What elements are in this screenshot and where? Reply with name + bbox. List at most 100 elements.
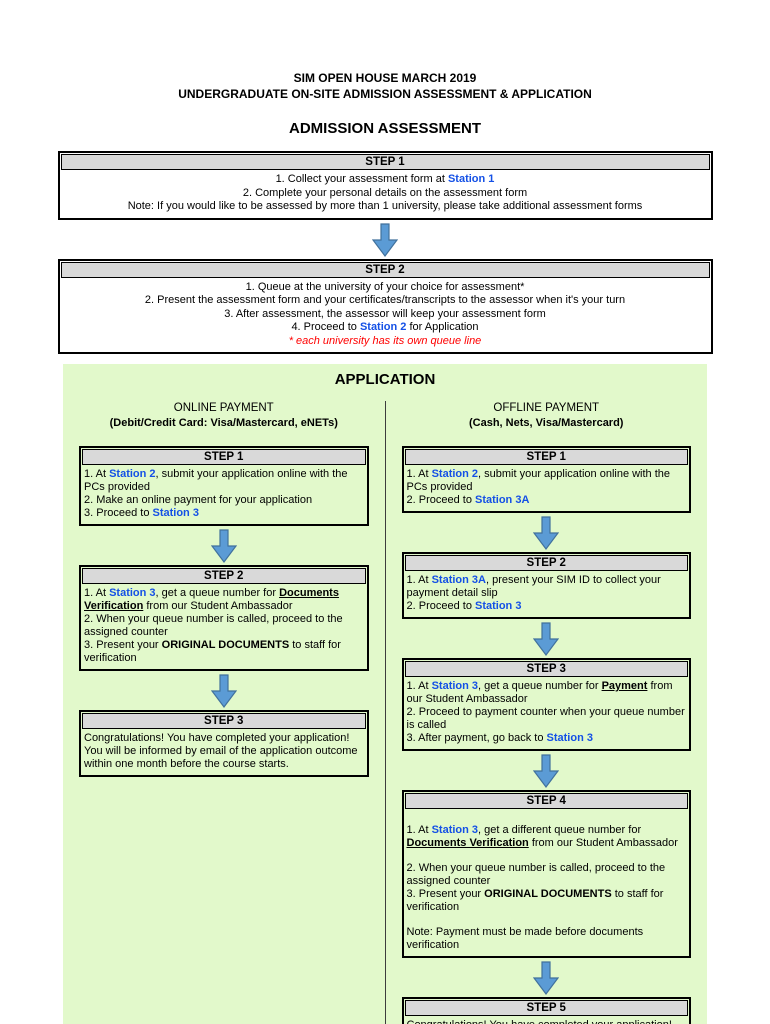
assessment-flow: STEP 1 1. Collect your assessment form a… — [57, 151, 713, 354]
step-line: 1. At Station 3A, present your SIM ID to… — [407, 574, 687, 600]
step-body: 1. At Station 2, submit your application… — [404, 466, 690, 511]
down-arrow-icon — [533, 961, 560, 995]
step-line: 2. Proceed to payment counter when your … — [407, 706, 687, 732]
step-line: 2. Proceed to Station 3A — [407, 494, 687, 507]
step-box: STEP 5 Congratulations! You have complet… — [401, 997, 691, 1024]
step-body: 1. At Station 3, get a different queue n… — [404, 810, 690, 956]
step-header: STEP 2 — [82, 568, 366, 584]
text-segment: from our Student Ambassador — [143, 600, 293, 612]
step-box: STEP 3 Congratulations! You have complet… — [79, 710, 369, 777]
offline-payment-title: OFFLINE PAYMENT — [493, 402, 600, 414]
down-arrow-icon — [533, 516, 560, 550]
text-segment: for Application — [406, 321, 479, 333]
step-box: STEP 3 1. At Station 3, get a queue numb… — [401, 658, 691, 751]
step-body: 1. Queue at the university of your choic… — [60, 279, 711, 353]
text-segment: , get a queue number for — [478, 680, 602, 692]
step-line: 1. Queue at the university of your choic… — [64, 281, 707, 295]
text-segment: 3. After payment, go back to — [406, 732, 547, 744]
step-line: 2. Make an online payment for your appli… — [84, 494, 364, 507]
text-segment: 2. Proceed to — [406, 494, 475, 506]
step-line — [407, 850, 687, 862]
text-segment: Note: Payment must be made before docume… — [406, 926, 644, 951]
text-segment: ORIGINAL DOCUMENTS — [484, 888, 612, 900]
step-line: 3. Proceed to Station 3 — [84, 507, 364, 520]
online-payment-subtitle: (Debit/Credit Card: Visa/Mastercard, eNE… — [109, 417, 338, 429]
step-header: STEP 2 — [60, 261, 710, 278]
step-line: 1. Collect your assessment form at Stati… — [64, 173, 707, 187]
step-line: 1. At Station 3, get a queue number for … — [407, 680, 687, 706]
text-segment: 3. Present your — [406, 888, 485, 900]
down-arrow-icon — [533, 754, 560, 788]
offline-payment-flow: STEP 1 1. At Station 2, submit your appl… — [401, 446, 692, 1024]
text-segment: Congratulations! You have completed your… — [407, 1019, 681, 1024]
text-segment: 3. After assessment, the assessor will k… — [224, 307, 546, 320]
step-line: 2. When your queue number is called, pro… — [407, 862, 687, 888]
step-box: STEP 2 1. At Station 3A, present your SI… — [401, 552, 691, 619]
step-header: STEP 5 — [404, 1000, 688, 1016]
step-line: 4. Proceed to Station 2 for Application — [64, 321, 707, 335]
online-payment-title: ONLINE PAYMENT — [173, 402, 274, 414]
station-ref: Station 3 — [152, 507, 199, 519]
step-header: STEP 1 — [82, 449, 366, 465]
step-header: STEP 3 — [404, 661, 688, 677]
step-box: STEP 1 1. Collect your assessment form a… — [57, 151, 713, 220]
column-divider — [384, 401, 386, 1024]
text-segment: from our Student Ambassador — [528, 837, 678, 849]
step-line: 1. At Station 2, submit your application… — [407, 468, 687, 494]
station-ref: Station 3 — [475, 600, 522, 612]
step-box: STEP 2 1. At Station 3, get a queue numb… — [79, 565, 369, 671]
step-line: 3. After assessment, the assessor will k… — [64, 308, 707, 322]
down-arrow-icon — [210, 674, 237, 708]
step-header: STEP 3 — [82, 713, 366, 729]
text-segment: Documents Verification — [406, 837, 529, 849]
step-line: * each university has its own queue line — [64, 335, 707, 349]
down-arrow-icon — [210, 529, 237, 563]
flow-arrow — [79, 526, 369, 565]
application-panel: APPLICATION ONLINE PAYMENT (Debit/Credit… — [63, 364, 707, 1024]
text-segment: , submit your application online with th… — [84, 468, 348, 493]
text-segment: 1. At — [406, 468, 432, 480]
text-segment: to staff for verification — [406, 888, 664, 913]
text-segment: 1. At — [406, 680, 432, 692]
step-body: Congratulations! You have completed your… — [81, 730, 367, 775]
section-title-application: APPLICATION — [334, 371, 436, 388]
step-line: 3. Present your ORIGINAL DOCUMENTS to st… — [407, 888, 687, 914]
step-body: 1. Collect your assessment form at Stati… — [60, 171, 711, 218]
section-title-admission-assessment: ADMISSION ASSESSMENT — [289, 120, 481, 137]
step-line: Note: If you would like to be assessed b… — [64, 200, 707, 214]
step-line: 2. Present the assessment form and your … — [64, 294, 707, 308]
text-segment: to staff for verification — [84, 639, 341, 664]
text-segment: 1. Queue at the university of your choic… — [245, 280, 525, 293]
offline-payment-subtitle: (Cash, Nets, Visa/Mastercard) — [469, 417, 624, 429]
step-box: STEP 1 1. At Station 2, submit your appl… — [401, 446, 691, 513]
text-segment: 2. Present the assessment form and your … — [144, 294, 626, 306]
text-segment: 1. Collect your assessment form at — [275, 173, 448, 185]
station-ref: Station 3A — [431, 574, 486, 586]
document-header: SIM OPEN HOUSE MARCH 2019 UNDERGRADUATE … — [0, 0, 770, 138]
flow-arrow — [402, 513, 692, 552]
step-line: Congratulations! You have completed your… — [407, 1019, 687, 1024]
step-line — [407, 914, 687, 926]
step-line — [407, 812, 687, 824]
text-segment: 1. At — [84, 587, 110, 599]
step-header: STEP 4 — [404, 793, 688, 809]
text-segment: 2. When your queue number is called, pro… — [406, 862, 666, 887]
step-line: Congratulations! You have completed your… — [84, 732, 364, 771]
station-ref: Station 3 — [109, 587, 156, 599]
text-segment: * each university has its own queue line — [288, 334, 482, 347]
step-box: STEP 1 1. At Station 2, submit your appl… — [79, 446, 369, 526]
step-body: 1. At Station 3A, present your SIM ID to… — [404, 572, 690, 617]
text-segment: Documents Verification — [84, 587, 339, 612]
text-segment: , present your SIM ID to collect your pa… — [406, 574, 661, 599]
column-online-payment: ONLINE PAYMENT (Debit/Credit Card: Visa/… — [63, 401, 385, 1024]
step-header: STEP 2 — [404, 555, 688, 571]
flow-arrow — [58, 220, 713, 259]
flow-arrow — [402, 751, 692, 790]
text-segment: Congratulations! You have completed your… — [84, 732, 358, 770]
text-segment: 2. Proceed to payment counter when your … — [406, 706, 685, 731]
text-segment: ORIGINAL DOCUMENTS — [161, 639, 290, 651]
text-segment: 2. When your queue number is called, pro… — [84, 613, 343, 638]
station-ref: Station 2 — [431, 468, 479, 480]
text-segment: 2. Complete your personal details on the… — [242, 186, 528, 199]
